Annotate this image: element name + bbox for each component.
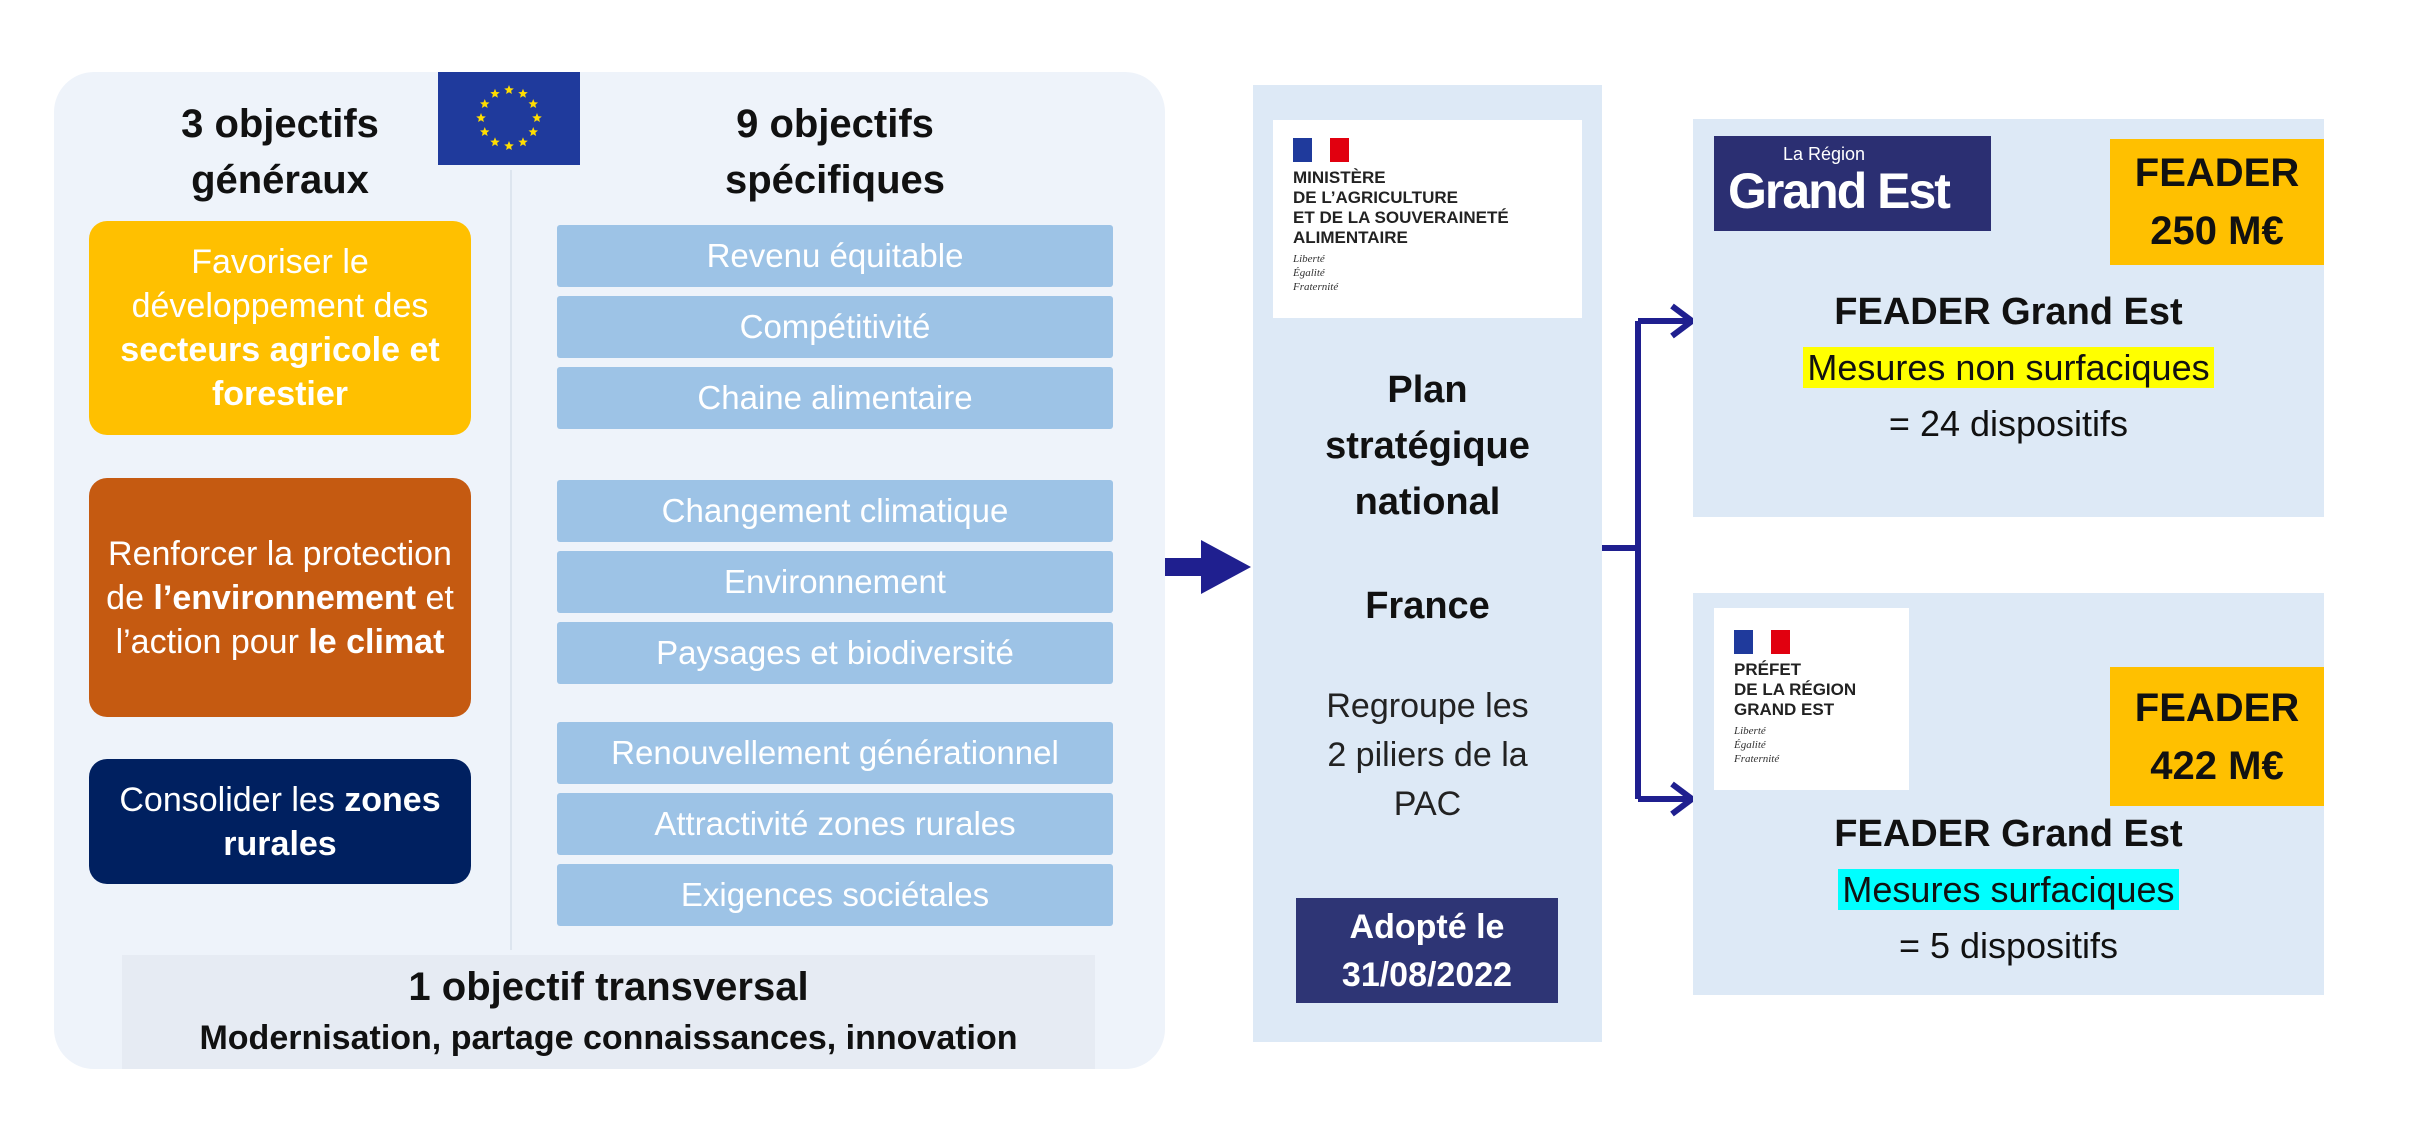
objective-text-run: Renforcer la protection de (106, 534, 452, 617)
logo-line: ET DE LA SOUVERAINETÉ (1293, 208, 1509, 227)
eu-flag (438, 72, 580, 165)
star-icon (504, 141, 514, 150)
objective-text-run: secteurs agricole et forestier (120, 331, 440, 413)
specific-objective: Exigences sociétales (557, 864, 1113, 926)
feader-amount: 250 M€ (2150, 209, 2284, 253)
feader-label: FEADER (2134, 685, 2300, 730)
specific-objective: Compétitivité (557, 296, 1113, 358)
motto-line: Égalité (1293, 267, 1325, 279)
star-icon (480, 99, 490, 108)
country-label: France (1365, 585, 1490, 627)
transversal-title: 1 objectif transversal (408, 965, 809, 1009)
objective-text: Favoriser le développement des secteurs … (97, 240, 463, 416)
feader-amount: 422 M€ (2150, 743, 2284, 788)
transversal-objective: 1 objectif transversal Modernisation, pa… (122, 955, 1095, 1069)
title-line: 9 objectifs (736, 102, 934, 146)
measures-type-highlight: Mesures surfaciques (1838, 869, 2179, 910)
grand-est-measures-text: FEADER Grand Est Mesures surfaciques = 5… (1693, 806, 2324, 974)
objective-text-run: Favoriser le développement des (131, 243, 429, 325)
objective-text: Consolider les zones rurales (97, 778, 463, 866)
specific-objective: Chaine alimentaire (557, 367, 1113, 429)
logo-line: GRAND EST (1734, 700, 1835, 719)
objective-text-run: et l’action pour (115, 578, 454, 661)
regroupe-line: 2 piliers de la (1327, 736, 1528, 774)
specific-objectives-title: 9 objectifs spécifiques (557, 96, 1113, 208)
title-line: généraux (191, 158, 369, 202)
feader-amount-badge: FEADER 250 M€ (2110, 139, 2324, 265)
specific-objective: Attractivité zones rurales (557, 793, 1113, 855)
region-grand-est-logo: La Région Grand Est (1714, 136, 1991, 231)
star-icon (528, 127, 538, 136)
objective-text-run: Consolider les (119, 780, 345, 819)
motto-line: Liberté (1734, 725, 1766, 737)
star-icon (504, 85, 514, 94)
specific-objective: Environnement (557, 551, 1113, 613)
feader-amount-badge: FEADER 422 M€ (2110, 667, 2324, 806)
star-icon (528, 99, 538, 108)
logo-line: DE L’AGRICULTURE (1293, 188, 1458, 207)
ministry-logo: MINISTÈRE DE L’AGRICULTURE ET DE LA SOUV… (1273, 120, 1582, 318)
adopted-date: 31/08/2022 (1341, 956, 1513, 994)
specific-objective: Revenu équitable (557, 225, 1113, 287)
logo-big-text: Grand Est (1728, 163, 1951, 219)
measures-count: = 24 dispositifs (1888, 403, 2129, 444)
objective-text-run: zones rurales (223, 780, 441, 863)
general-objective-rural: Consolider les zones rurales (89, 759, 471, 884)
general-objectives-title: 3 objectifs généraux (89, 96, 471, 208)
measures-type-highlight: Mesures non surfaciques (1803, 347, 2214, 388)
plan-line: Plan (1387, 369, 1468, 411)
grand-est-measures-text: FEADER Grand Est Mesures non surfaciques… (1693, 284, 2324, 452)
star-icon (518, 88, 528, 98)
logo-line: MINISTÈRE (1293, 168, 1386, 187)
eu-stars-icon (476, 85, 542, 150)
branch-connector (1602, 303, 1697, 817)
star-icon (476, 113, 486, 122)
french-flag-icon (1293, 138, 1350, 162)
french-flag-icon (1734, 630, 1791, 654)
adopted-label: Adopté le (1349, 908, 1505, 946)
transversal-text: Modernisation, partage connaissances, in… (199, 1019, 1018, 1057)
logo-line: ALIMENTAIRE (1293, 228, 1408, 247)
logo-line: PRÉFET (1734, 660, 1802, 679)
logo-small-text: La Région (1783, 144, 1866, 164)
star-icon (480, 127, 490, 136)
objective-text-run: le climat (308, 622, 445, 661)
adoption-date-badge: Adopté le 31/08/2022 (1296, 898, 1558, 1003)
motto-line: Liberté (1293, 253, 1325, 265)
specific-objective: Renouvellement générationnel (557, 722, 1113, 784)
motto-line: Égalité (1734, 739, 1766, 751)
plan-line: national (1354, 481, 1501, 523)
measures-count: = 5 dispositifs (1898, 925, 2119, 966)
plan-line: stratégique (1325, 425, 1530, 467)
specific-objective: Changement climatique (557, 480, 1113, 542)
star-icon (532, 113, 542, 122)
prefet-logo: PRÉFET DE LA RÉGION GRAND EST Liberté Ég… (1714, 608, 1909, 790)
star-icon (490, 88, 500, 98)
title-line: spécifiques (724, 158, 946, 202)
star-icon (518, 137, 528, 147)
column-divider (510, 170, 512, 950)
regroupe-line: PAC (1393, 785, 1462, 823)
title-line: 3 objectifs (181, 102, 379, 146)
panel-title: FEADER Grand Est (1834, 813, 2183, 855)
motto-line: Fraternité (1734, 753, 1780, 765)
general-objective-agri: Favoriser le développement des secteurs … (89, 221, 471, 435)
plan-title: Plan stratégique national (1253, 362, 1602, 530)
right-arrow-icon (1165, 540, 1251, 594)
objective-text-run: l’environnement (153, 578, 417, 617)
star-icon (490, 137, 500, 147)
regroupe-text: Regroupe les 2 piliers de la PAC (1253, 682, 1602, 829)
specific-objective: Paysages et biodiversité (557, 622, 1113, 684)
objective-text: Renforcer la protection de l’environneme… (97, 532, 463, 664)
logo-line: DE LA RÉGION (1734, 680, 1857, 699)
feader-label: FEADER (2134, 151, 2300, 195)
regroupe-line: Regroupe les (1326, 687, 1529, 725)
panel-title: FEADER Grand Est (1834, 291, 2183, 333)
general-objective-environment: Renforcer la protection de l’environneme… (89, 478, 471, 717)
motto-line: Fraternité (1293, 281, 1339, 293)
